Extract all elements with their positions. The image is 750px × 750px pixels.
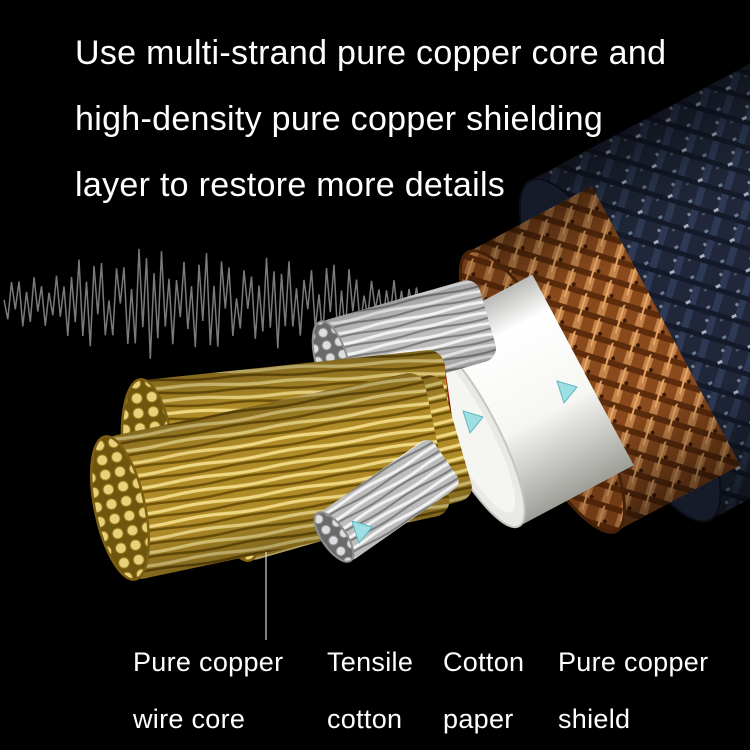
heading-line-3: layer to restore more details <box>75 166 506 204</box>
tensile-cotton-bundle <box>313 439 459 563</box>
callout-wire-core-line-2: wire core <box>133 704 246 734</box>
callout-cotton-paper-line-2: paper <box>443 704 514 734</box>
callout-wire-core-line-1: Pure copper <box>133 647 284 677</box>
callout-tensile-cotton-line-1: Tensile <box>327 647 414 677</box>
callout-copper-shield-line-1: Pure copper <box>558 647 709 677</box>
callout-tensile-cotton: Tensile cotton <box>327 634 413 748</box>
heading-line-2: high-density pure copper shielding <box>75 100 604 138</box>
callout-copper-shield: Pure copper shield <box>558 634 708 748</box>
callout-wire-core: Pure copper wire core <box>133 634 283 748</box>
pointer-arrow-copper-shield-icon <box>556 380 578 405</box>
callout-cotton-paper: Cotton paper <box>443 634 524 748</box>
heading: Use multi-strand pure copper core and hi… <box>75 20 666 218</box>
inner-wires <box>89 280 496 581</box>
pointer-arrow-cotton-paper-icon <box>462 410 484 435</box>
callout-tensile-cotton-line-2: cotton <box>327 704 403 734</box>
callout-cotton-paper-line-1: Cotton <box>443 647 525 677</box>
heading-line-1: Use multi-strand pure copper core and <box>75 34 667 72</box>
pointer-arrow-tensile-cotton-icon <box>351 520 373 545</box>
callout-copper-shield-line-2: shield <box>558 704 631 734</box>
cable-body <box>410 0 750 534</box>
